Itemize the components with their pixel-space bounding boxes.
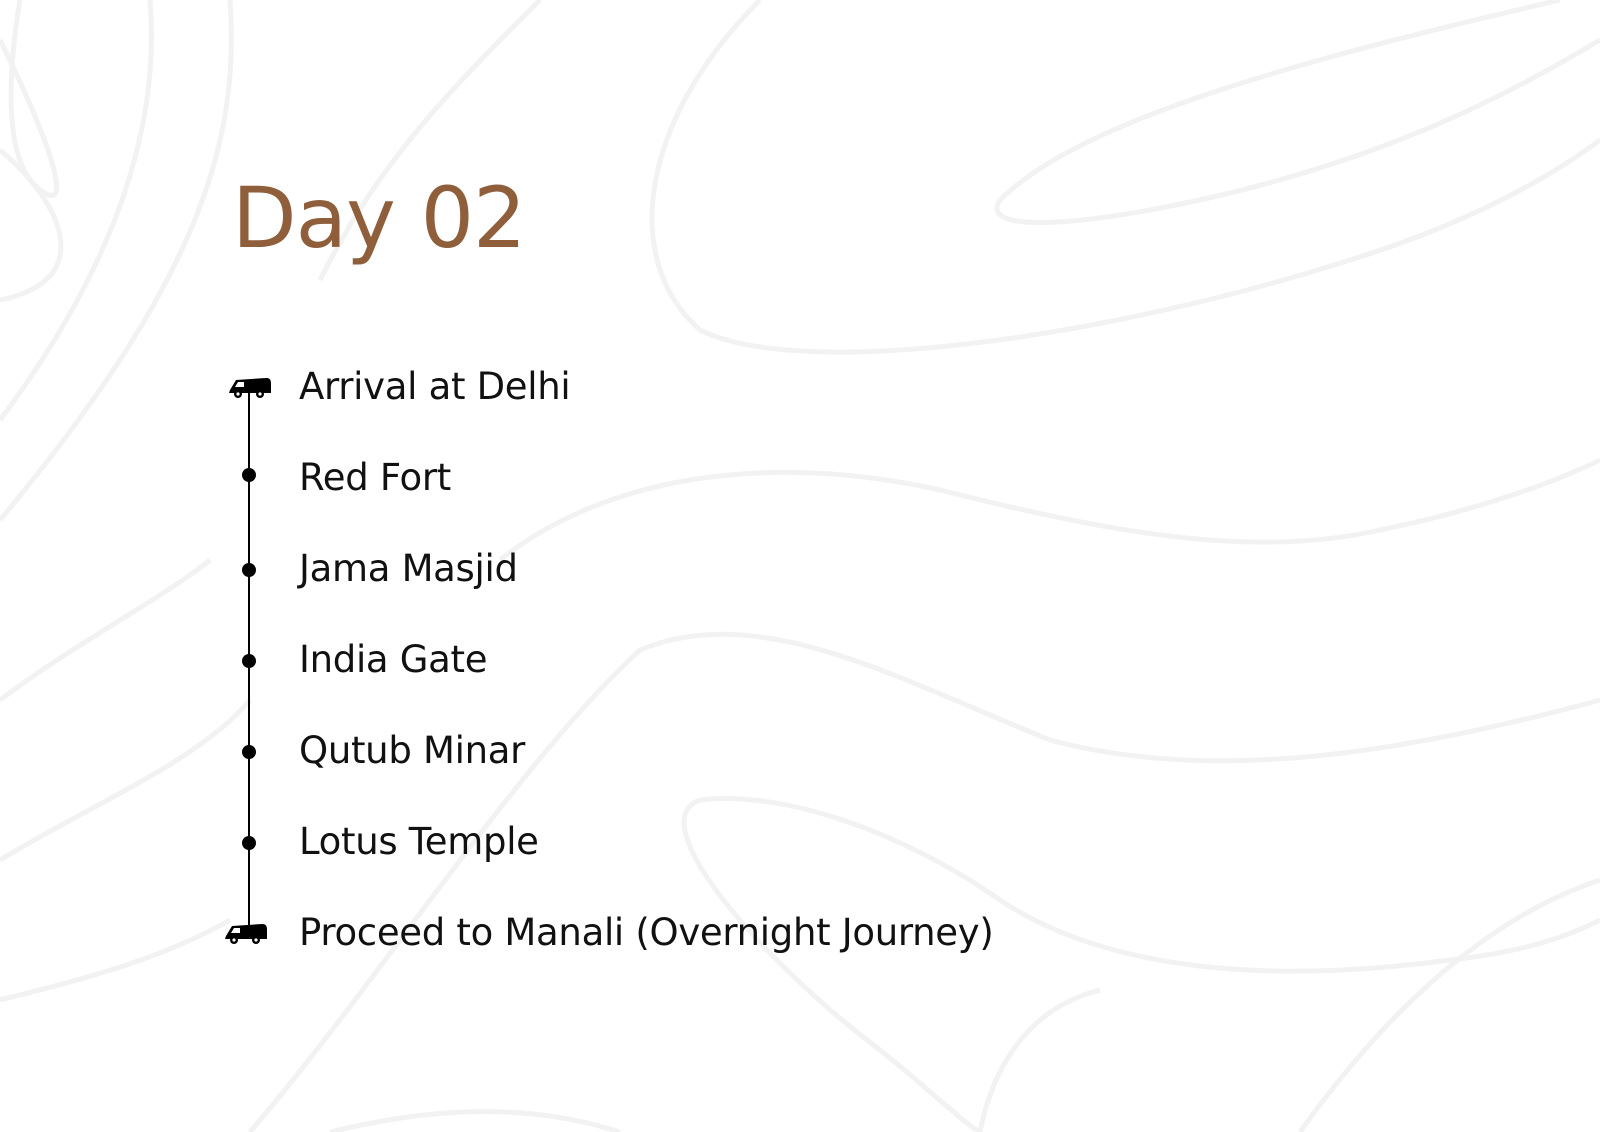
timeline-item-label: India Gate bbox=[299, 638, 488, 681]
timeline-dot bbox=[242, 468, 256, 482]
timeline-dot bbox=[242, 563, 256, 577]
timeline-dot bbox=[242, 654, 256, 668]
page-title: Day 02 bbox=[232, 169, 526, 267]
timeline-item-label: Qutub Minar bbox=[299, 729, 526, 772]
van-icon bbox=[225, 924, 267, 944]
timeline-item-label: Jama Masjid bbox=[299, 547, 518, 590]
timeline-item-label: Proceed to Manali (Overnight Journey) bbox=[299, 911, 994, 954]
timeline-item-label: Lotus Temple bbox=[299, 820, 539, 863]
van-icon bbox=[229, 378, 271, 398]
timeline-item-label: Red Fort bbox=[299, 456, 451, 499]
timeline-item-label: Arrival at Delhi bbox=[299, 365, 571, 408]
timeline-dot bbox=[242, 836, 256, 850]
timeline-dot bbox=[242, 745, 256, 759]
